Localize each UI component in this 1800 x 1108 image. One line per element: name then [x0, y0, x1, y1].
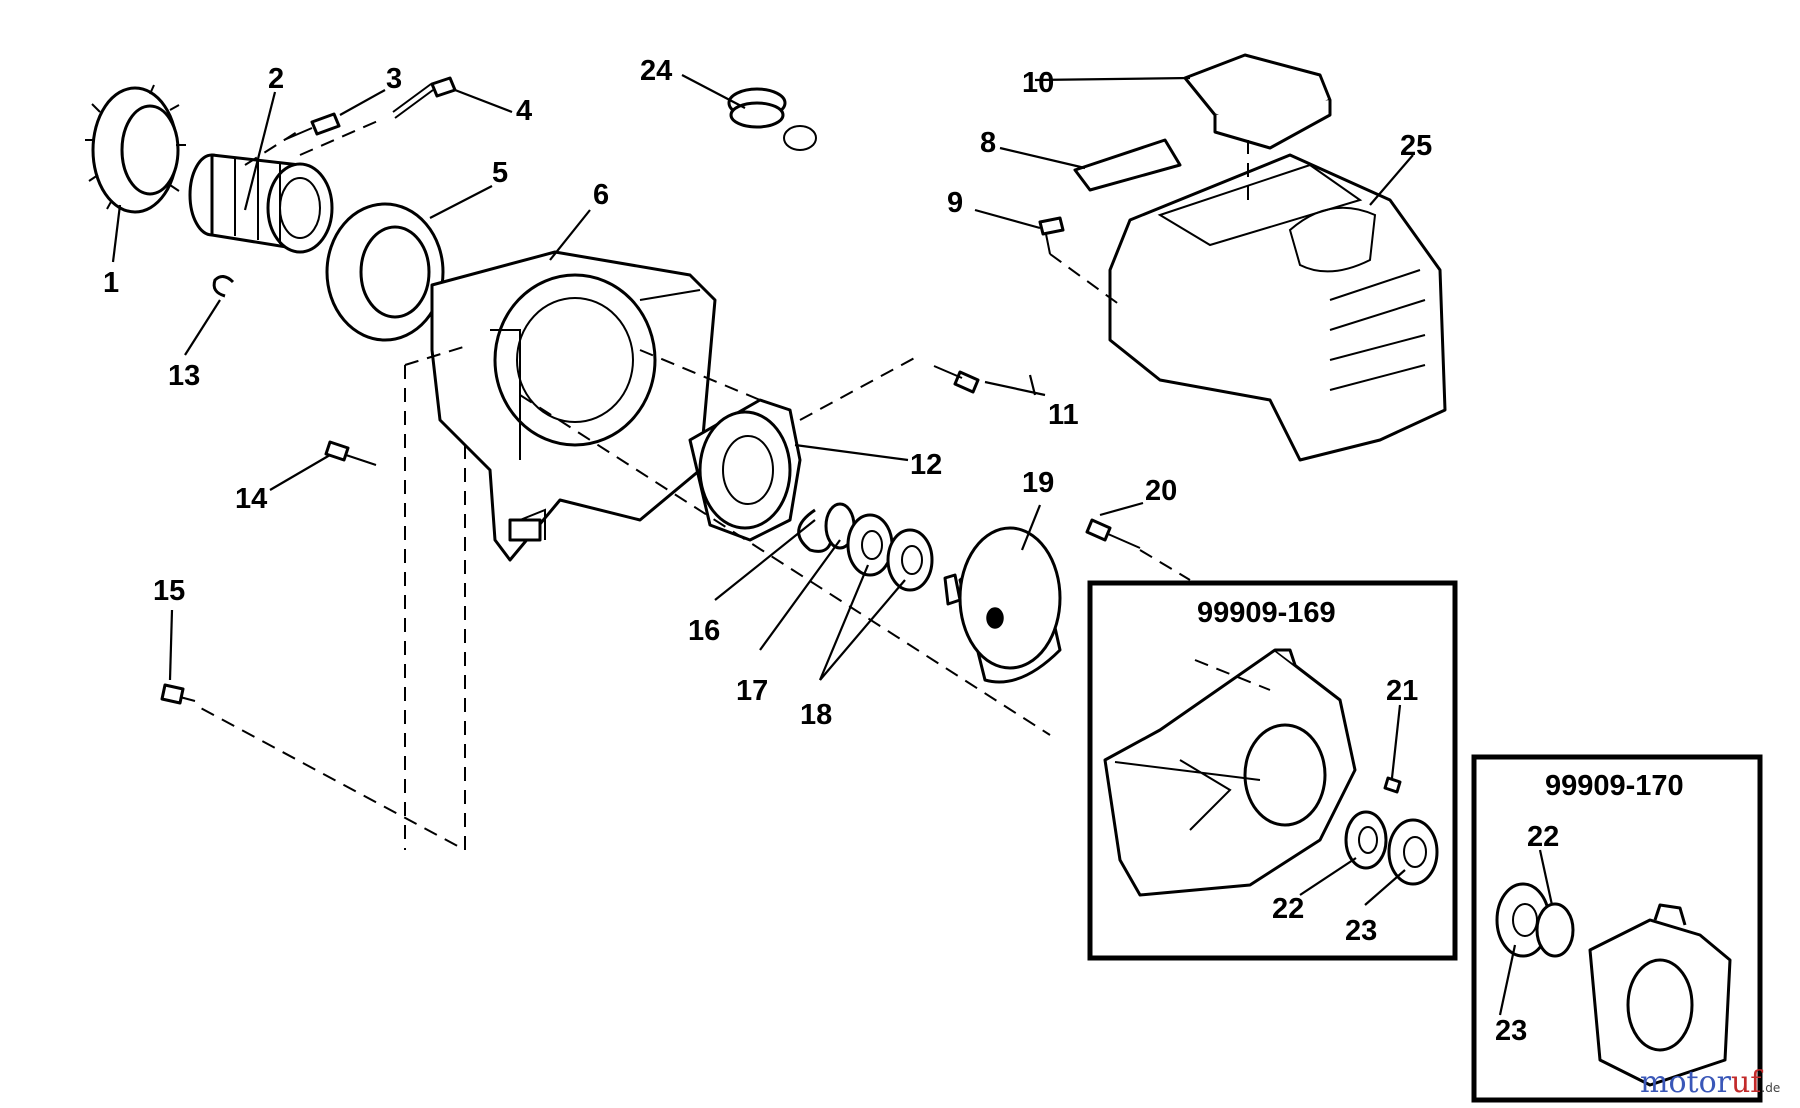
assembly-lines	[194, 119, 1271, 852]
kit-169-bearing-23	[1387, 818, 1439, 886]
part-4-bolt	[392, 76, 457, 119]
part-10-cap	[1183, 53, 1332, 150]
part-25-engine-cover	[1108, 153, 1447, 462]
kit-169-crankcase	[1103, 648, 1357, 897]
part-12-flange-plate	[688, 398, 802, 542]
watermark-brand-b: uf	[1731, 1065, 1763, 1100]
part-16-snap-ring	[797, 508, 834, 553]
kit-box-99909-170	[1471, 754, 1763, 1103]
callout-13: 13	[168, 360, 200, 392]
part-20-screw	[1085, 518, 1141, 549]
callout-14: 14	[235, 483, 267, 515]
callout-23-kit169: 23	[1345, 915, 1377, 947]
callout-6: 6	[593, 179, 609, 211]
callout-15: 15	[153, 575, 185, 607]
kit-169-bearing-22	[1344, 810, 1388, 870]
part-2-intake-spacer	[188, 153, 334, 254]
kit-170-seal-22	[1535, 902, 1575, 958]
callout-10: 10	[1022, 67, 1054, 99]
watermark-suffix: .de	[1761, 1081, 1780, 1095]
callout-22-kit169: 22	[1272, 893, 1304, 925]
part-14-screw	[324, 440, 377, 466]
part-8-label	[1073, 138, 1182, 192]
part-11-screw	[933, 365, 980, 394]
callout-9: 9	[947, 187, 963, 219]
part-15-screw	[160, 683, 196, 705]
part-9-screw	[1038, 216, 1065, 255]
callout-17: 17	[736, 675, 768, 707]
callout-22-kit170: 22	[1527, 821, 1559, 853]
callout-25: 25	[1400, 130, 1432, 162]
callout-5: 5	[492, 157, 508, 189]
callout-18: 18	[800, 699, 832, 731]
watermark-logo: motoruf.de	[1640, 1065, 1780, 1100]
kit-label-99909-169: 99909-169	[1197, 597, 1336, 629]
callout-labels: 1 2 3 4 5 6 8 9 10 11 12 13 14 15 16 17 …	[103, 55, 1684, 1047]
kit-169-pin-21	[1383, 776, 1402, 794]
kit-label-99909-170: 99909-170	[1545, 770, 1684, 802]
part-6-crankcase	[430, 250, 717, 562]
callout-21: 21	[1386, 675, 1418, 707]
kit-170-housing	[1588, 903, 1732, 1087]
kit-box-99909-169	[1087, 580, 1458, 961]
part-13-clip	[212, 275, 235, 298]
callout-20: 20	[1145, 475, 1177, 507]
leader-lines	[111, 74, 1554, 1016]
part-1-toothed-ring	[85, 84, 186, 214]
callout-19: 19	[1022, 467, 1054, 499]
callout-16: 16	[688, 615, 720, 647]
part-24-primer-bulb	[727, 87, 817, 151]
watermark-brand-a: motor	[1640, 1065, 1732, 1100]
callout-24: 24	[640, 55, 672, 87]
callout-8: 8	[980, 127, 996, 159]
callout-1: 1	[103, 267, 119, 299]
part-5-toothed-ring	[325, 202, 445, 342]
callout-3: 3	[386, 63, 402, 95]
callout-4: 4	[516, 95, 532, 127]
callout-11: 11	[1048, 399, 1079, 431]
callout-23-kit170: 23	[1495, 1015, 1527, 1047]
callout-2: 2	[268, 63, 284, 95]
callout-12: 12	[910, 449, 942, 481]
svg-text:motoruf.de: motoruf.de	[1640, 1065, 1780, 1100]
part-19-clutch-drum	[943, 526, 1062, 684]
part-18-bearing	[846, 513, 934, 592]
